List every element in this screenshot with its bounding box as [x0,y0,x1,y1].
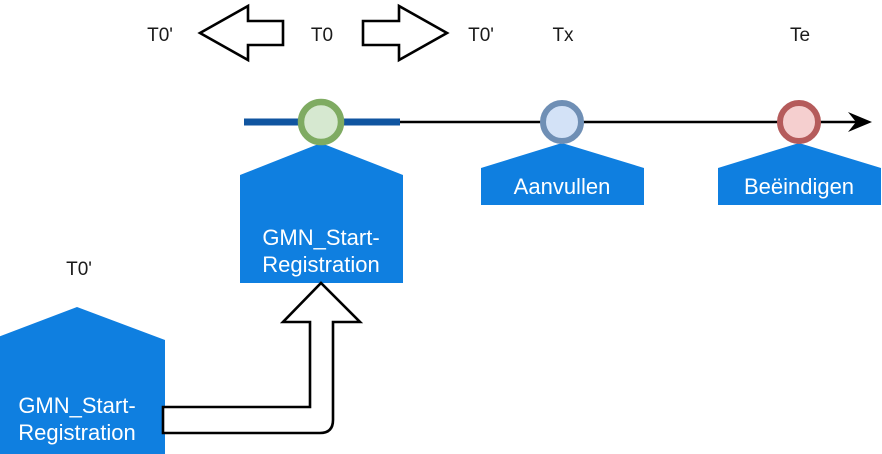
arrow-left-icon [197,3,285,63]
beeindigen-box[interactable]: Beëindigen [718,143,881,205]
beeindigen-event[interactable] [777,100,821,144]
label-t0-center: T0 [311,25,333,46]
label-tx: Tx [552,25,574,46]
arrow-right-icon [361,3,450,63]
gmn-start-registration-box-bottom-line2: Registration [18,420,135,445]
label-te: Te [790,25,810,46]
gmn-start-registration-box-bottom-line1: GMN_Start- [18,393,135,418]
aanvullen-box[interactable]: Aanvullen [481,143,644,205]
arrow-up-connector-icon [161,281,364,435]
aanvullen-box-label: Aanvullen [514,174,611,199]
gmn-start-registration-box-top-line2: Registration [262,252,379,277]
label-t0-prime-bottom: T0' [66,259,92,280]
label-t0-prime-left: T0' [147,25,173,46]
gmn-start-registration-box-bottom[interactable]: GMN_Start- Registration [0,307,165,454]
label-t0-prime-right: T0' [468,25,494,46]
beeindigen-box-label: Beëindigen [744,174,854,199]
start-registration-event[interactable] [297,98,345,146]
arrow-right-icon [848,112,872,132]
aanvullen-event[interactable] [540,100,584,144]
gmn-start-registration-box-top[interactable]: GMN_Start- Registration [240,143,403,283]
gmn-start-registration-box-top-line1: GMN_Start- [262,225,379,250]
